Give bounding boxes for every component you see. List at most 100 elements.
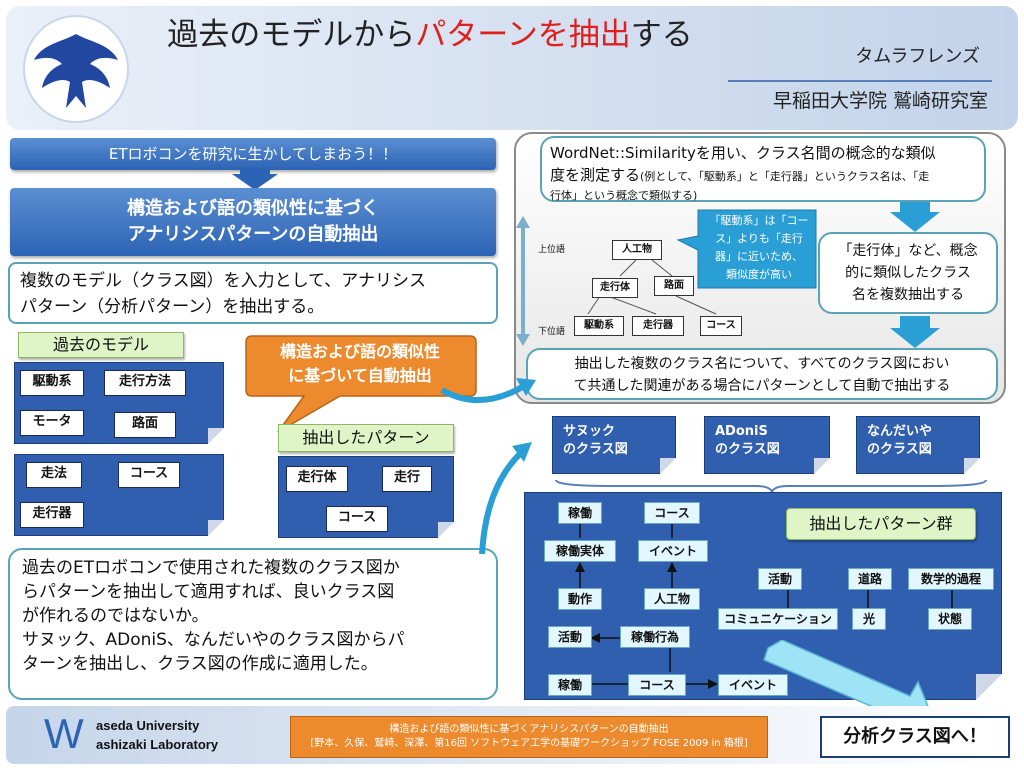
bubble-line: ス」よりも「走行 — [715, 232, 803, 245]
similarity-bubble-shape — [676, 209, 817, 289]
citation-box: 構造および語の類似性に基づくアナリシスパターンの自動抽出 [野本、久保、鷲崎、深… — [290, 716, 768, 758]
class-box: 路面 — [114, 412, 176, 438]
auto-extract-box: 抽出した複数のクラス名について、すべてのクラス図におい て共通した関連がある場合… — [526, 348, 998, 400]
callout-line-2: に基づいて自動抽出 — [288, 366, 432, 385]
pattern-set-tag: 抽出したパターン群 — [786, 508, 976, 540]
citation-source: [野本、久保、鷲崎、深澤、第16回 ソフトウェア工学の基礎ワークショップ FOS… — [310, 738, 748, 749]
extract-line-2: て共通した関連がある場合にパターンとして自動で抽出する — [573, 378, 951, 394]
lab-name: 早稲田大学院 鷲崎研究室 — [772, 90, 988, 112]
university-name: aseda University ashizaki Laboratory — [96, 716, 218, 754]
flow-arrows — [440, 378, 536, 555]
source-name: ADoniS — [715, 424, 768, 439]
pattern-class: コミュニケーション — [718, 608, 838, 630]
bottom-line-2: らパターンを抽出して適用すれば、良いクラス図 — [22, 582, 395, 602]
pattern-class: 状態 — [928, 608, 972, 630]
summary-line-1: 複数のモデル（クラス図）を入力として、アナリシス — [20, 271, 426, 291]
class-box: 走行方法 — [104, 370, 186, 396]
source-label: のクラス図 — [715, 442, 780, 457]
header-divider — [728, 80, 992, 82]
bottom-line-1: 過去のETロボコンで使用された複数のクラス図か — [22, 558, 400, 578]
pattern-class: 稼働 — [558, 502, 602, 524]
class-box: 走行体 — [286, 466, 348, 492]
class-box: コース — [326, 506, 388, 532]
pattern-class: 数学的過程 — [908, 568, 994, 590]
pattern-class: 稼働 — [548, 674, 592, 696]
class-box: 走行 — [382, 466, 432, 492]
class-box: 走行器 — [20, 502, 84, 528]
similar-classes-box: 「走行体」など、概念 的に類似したクラス 名を複数抽出する — [818, 232, 998, 314]
source-diagram-sanuk: サヌック のクラス図 — [552, 416, 676, 474]
bottom-line-3: が作れるのではないか。 — [22, 606, 209, 626]
wordnet-box: WordNet::Similarityを用い、クラス名間の概念的な類似 度を測定… — [540, 136, 986, 202]
class-box: 駆動系 — [20, 370, 84, 396]
bubble-line: 「駆動系」は「コー — [709, 214, 809, 227]
pattern-connectors — [575, 524, 953, 689]
tree-node: 駆動系 — [574, 316, 624, 336]
waseda-w-logo: W — [44, 710, 84, 757]
down-arrow-icon — [890, 202, 940, 232]
extracted-pattern-tag: 抽出したパターン — [278, 424, 454, 452]
tree-node: 人工物 — [612, 240, 662, 260]
bubble-line: 類似度が高い — [726, 268, 792, 281]
down-arrow-icon — [232, 168, 278, 190]
down-arrow-icon — [890, 316, 940, 348]
source-name: サヌック — [563, 424, 616, 439]
lower-term-label: 下位語 — [538, 327, 566, 337]
pattern-class: コース — [644, 502, 700, 524]
intro-banner: ETロボコンを研究に生かしてしまおう！！ — [10, 138, 496, 170]
similar-line: 「走行体」など、概念 — [838, 243, 978, 259]
team-name: タムラフレンズ — [855, 46, 980, 67]
source-diagram-nandaiya: なんだいや のクラス図 — [856, 416, 980, 474]
wordnet-line-1: WordNet::Similarityを用い、クラス名間の概念的な類似 — [550, 144, 936, 162]
summary-box: 複数のモデル（クラス図）を入力として、アナリシス パターン（分析パターン）を抽出… — [8, 262, 498, 324]
pattern-class: イベント — [718, 674, 788, 696]
citation-title: 構造および語の類似性に基づくアナリシスパターンの自動抽出 — [389, 724, 669, 735]
source-name: なんだいや — [867, 424, 933, 439]
past-models-tag: 過去のモデル — [18, 332, 184, 358]
header-banner — [6, 6, 1018, 130]
theme-banner: 構造および語の類似性に基づく アナリシスパターンの自動抽出 — [10, 188, 496, 256]
pattern-class: 稼働行為 — [620, 626, 690, 648]
hierarchy-connectors — [516, 216, 717, 346]
similar-line: 名を複数抽出する — [852, 287, 964, 303]
upper-term-label: 上位語 — [538, 245, 566, 255]
theme-line-1: 構造および語の類似性に基づく — [127, 198, 379, 219]
tree-node: コース — [700, 316, 742, 336]
university-line-1: aseda University — [96, 718, 200, 733]
callout-line-1: 構造および語の類似性 — [279, 342, 440, 361]
source-label: のクラス図 — [867, 442, 932, 457]
bottom-text-box: 過去のETロボコンで使用された複数のクラス図か らパターンを抽出して適用すれば、… — [8, 548, 498, 700]
pattern-class: 動作 — [558, 588, 602, 610]
wordnet-note-line-2: 行体」という概念で類似する) — [550, 189, 698, 202]
class-box: コース — [118, 462, 180, 488]
source-label: のクラス図 — [563, 442, 628, 457]
pattern-class: 稼働実体 — [544, 540, 616, 562]
similarity-bubble: 「駆動系」は「コー ス」よりも「走行 器」に近いため、 類似度が高い — [698, 212, 820, 284]
pattern-class: コース — [628, 674, 686, 696]
tree-node: 走行器 — [632, 316, 684, 336]
theme-line-2: アナリシスパターンの自動抽出 — [127, 224, 379, 245]
pattern-class: イベント — [638, 540, 708, 562]
similar-line: 的に類似したクラス — [845, 265, 971, 281]
university-line-2: ashizaki Laboratory — [96, 737, 219, 752]
bubble-line: 器」に近いため、 — [715, 250, 803, 263]
summary-line-2: パターン（分析パターン）を抽出する。 — [20, 297, 325, 317]
tree-node: 路面 — [654, 276, 694, 296]
pattern-class: 光 — [852, 608, 886, 630]
extract-line-1: 抽出した複数のクラス名について、すべてのクラス図におい — [574, 356, 950, 372]
callout-shape — [245, 335, 477, 433]
pattern-class: 人工物 — [644, 588, 700, 610]
pattern-class: 道路 — [848, 568, 892, 590]
page-title: 過去のモデルからパターンを抽出する — [167, 17, 693, 53]
source-diagram-adonis: ADoniS のクラス図 — [704, 416, 830, 474]
tree-node: 走行体 — [592, 278, 638, 298]
bottom-line-4: サヌック、ADoniS、なんだいやのクラス図からパ — [22, 630, 405, 650]
phoenix-logo-icon — [23, 15, 129, 123]
wordnet-line-2: 度を測定する(例として、「駆動系」と「走行器」というクラス名は、「走 — [550, 166, 930, 184]
pattern-class: 活動 — [548, 626, 592, 648]
next-step-button[interactable]: 分析クラス図へ！ — [820, 716, 1010, 758]
bottom-line-5: ターンを抽出し、クラス図の作成に適用した。 — [22, 654, 378, 674]
callout-text: 構造および語の類似性 に基づいて自動抽出 — [248, 340, 472, 388]
class-box: モータ — [20, 410, 84, 436]
pattern-class: 活動 — [758, 568, 802, 590]
